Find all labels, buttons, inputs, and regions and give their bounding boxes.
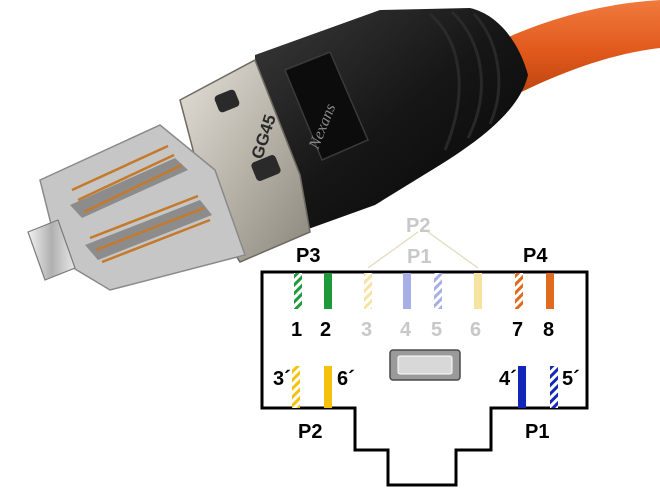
contact-pin-3 — [364, 273, 372, 309]
pin-number-4-prime: 4´ — [499, 368, 517, 390]
connector-photo: Nexans GG45 — [27, 0, 660, 291]
contact-pin-8 — [546, 273, 554, 309]
socket-keying-slot-inner — [397, 355, 453, 375]
contact-pin-5 — [434, 273, 442, 309]
pin-number-5-prime: 5´ — [562, 368, 580, 390]
boot-brand-badge — [284, 51, 369, 161]
pair-label-p2-top: P2 — [406, 215, 430, 237]
contact-slots — [70, 144, 212, 264]
pair-label-p4: P4 — [523, 245, 548, 267]
contact-pin-7 — [515, 273, 523, 309]
pair-label-p1-top: P1 — [407, 246, 431, 268]
pin-number-8: 8 — [543, 319, 554, 341]
pair-label-p1-bottom: P1 — [525, 421, 549, 443]
pin-number-7: 7 — [512, 319, 523, 341]
contact-pin-5-prime — [550, 366, 558, 408]
pin-number-1: 1 — [291, 319, 302, 341]
pair-link-lines — [367, 231, 479, 269]
shield-window-top — [214, 89, 240, 113]
contact-pin-1 — [294, 273, 302, 309]
pinout-diagram: P2 P1 P3 P4 1 2 3 4 5 6 7 8 3´ 6´ 4´ 5´ — [260, 215, 589, 487]
contact-pin-4-prime — [518, 366, 526, 408]
shield-window-bottom — [251, 155, 281, 181]
contact-pin-6 — [474, 273, 482, 309]
contact-pin-3-prime — [292, 366, 300, 408]
pin-number-6: 6 — [470, 319, 481, 341]
pin-number-6-prime: 6´ — [337, 368, 355, 390]
pin-number-3: 3 — [361, 319, 372, 341]
pair-label-p2-bottom: P2 — [298, 421, 322, 443]
contact-pin-2 — [324, 273, 332, 309]
plug-latch — [27, 219, 76, 281]
contact-pin-6-prime — [324, 366, 332, 408]
pin-number-5: 5 — [431, 319, 442, 341]
pin-number-2: 2 — [320, 319, 331, 341]
contact-pin-4 — [403, 273, 411, 309]
pin-number-3-prime: 3´ — [273, 368, 291, 390]
pair-label-p3: P3 — [296, 245, 320, 267]
pin-number-4: 4 — [400, 319, 412, 341]
